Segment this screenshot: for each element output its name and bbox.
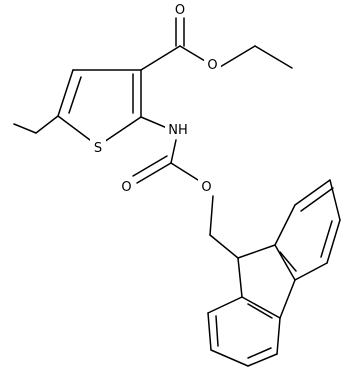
bond-c9a-c4a-inner [279,251,297,272]
atom-nh: NH [168,123,188,138]
bond-c4a-c4b [279,279,296,319]
bond-ester-c-o [179,45,206,62]
bond-carbamate-c-o [170,162,199,181]
bond-c8a-c8 [207,296,243,314]
bond-n-carbamate-c [170,139,177,164]
atom-o-carbamate-carbonyl: O [121,180,131,195]
bonds [13,17,341,367]
bond-c2-n [140,116,168,129]
bond-c8a-c4b-inner [247,303,273,319]
mask-thiophene-s [90,139,106,156]
bond-c3-c4 [326,219,341,264]
mask-carbonyl-o [172,1,188,17]
bond-c6-c5 [247,353,278,367]
bond-ester-ethyl-ch2-ch3 [254,45,293,69]
bond-c3-c4-inner [320,220,333,258]
bond-c9a-c4a [274,244,296,281]
atom-labels: O O S NH O O [90,1,221,195]
bond-c8-c7-inner [215,315,219,347]
atom-s-thiophene: S [94,141,102,156]
bond-c8a-c4b [241,296,281,319]
atom-o-ester: O [207,58,217,73]
bond-c4-c5-double [57,69,74,117]
bond-carbamate-c-o-double [136,162,172,184]
bond-c4-c5-double-inner [68,76,82,114]
bond-ch2-c9 [209,234,239,259]
atom-o-carbonyl-ester: O [175,3,185,18]
bond-ethyl-ch2-ch3 [13,123,37,134]
bond-c3-ester-c [140,45,181,71]
bond-c5-c4b [276,317,281,355]
mask-ester-o [204,56,221,72]
atom-o-carbamate-ether: O [201,180,211,195]
bond-c6-c5-inner [247,347,272,359]
bond-c9-c9a [237,244,276,259]
bond-c1-c2 [294,179,331,206]
bond-c9-c8a [237,257,243,298]
mask-carbamate-o-carbonyl [118,178,135,194]
bond-c1-c2-inner [300,187,334,212]
bond-c2-c3 [329,179,341,221]
mask-carbamate-o-ether [198,178,215,194]
bond-o-ethyl-ch2 [219,45,256,68]
mask-nh [165,121,191,138]
bond-c9a-c1 [274,204,296,246]
bond-c7-c6 [210,349,249,367]
bond-carbamate-c-o-double-2 [132,155,168,177]
bond-c5-ethyl-ch2 [35,115,59,134]
bond-o-ch2 [209,195,214,236]
bond-c4-c4a [294,262,328,281]
bond-c8-c7 [207,312,212,351]
